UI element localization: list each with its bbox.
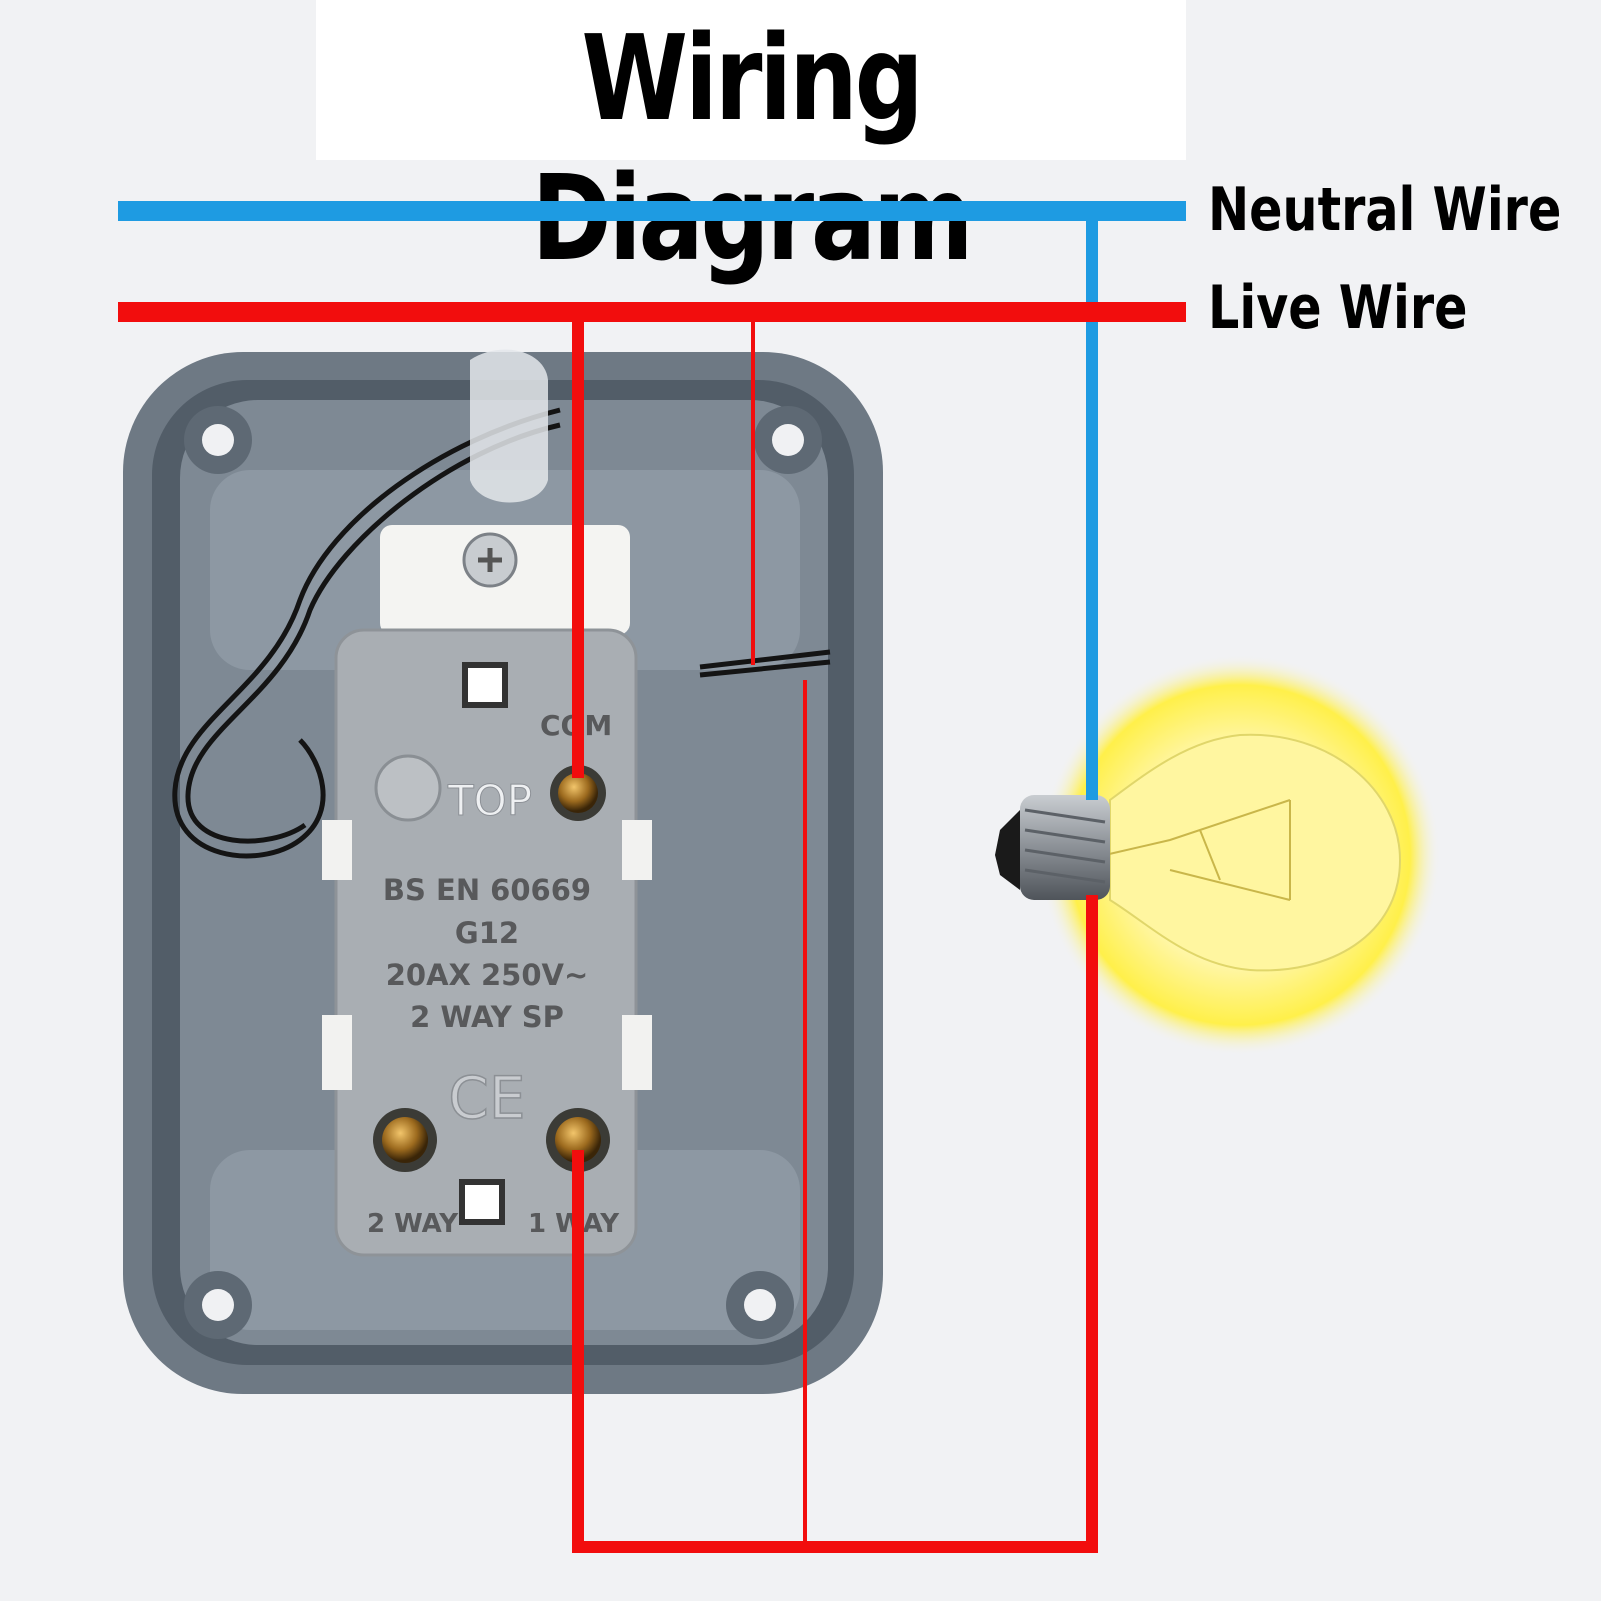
label-top: TOP bbox=[447, 776, 532, 825]
bulb-thread bbox=[1024, 808, 1106, 884]
light-bulb bbox=[995, 655, 1440, 1055]
label-code: G12 bbox=[455, 916, 519, 950]
ce-mark: CE bbox=[448, 1064, 525, 1132]
mounting-hole bbox=[726, 1271, 794, 1339]
clip bbox=[622, 1015, 652, 1090]
clip bbox=[622, 820, 652, 880]
label-type: 2 WAY SP bbox=[410, 1000, 564, 1034]
bulb-glass bbox=[1109, 733, 1402, 972]
screw-slot bbox=[478, 548, 502, 572]
switch-module: COM TOP BS EN 60669 G12 20AX 250V~ 2 WAY… bbox=[322, 525, 652, 1257]
neutral-wire-label: Neutral Wire bbox=[1208, 175, 1562, 245]
bulb-contact bbox=[995, 810, 1020, 890]
cable-gland bbox=[470, 349, 548, 503]
terminal-com bbox=[550, 765, 606, 821]
inspection-window bbox=[462, 662, 508, 708]
wiring bbox=[118, 201, 1186, 1553]
label-2way: 2 WAY bbox=[367, 1209, 459, 1239]
indicator-wires bbox=[172, 407, 831, 859]
terminal-1way bbox=[546, 1108, 610, 1172]
clip bbox=[322, 820, 352, 880]
live-wire-label: Live Wire bbox=[1208, 273, 1468, 343]
top-marker-icon bbox=[374, 754, 442, 822]
inspection-window bbox=[459, 1179, 505, 1225]
bulb-filament bbox=[1104, 799, 1291, 901]
mounting-hole bbox=[754, 406, 822, 474]
terminal-2way bbox=[373, 1108, 437, 1172]
label-standard: BS EN 60669 bbox=[383, 873, 591, 907]
clip bbox=[322, 1015, 352, 1090]
mounting-hole bbox=[184, 1271, 252, 1339]
switched-live-wire bbox=[572, 895, 1098, 1553]
label-rating: 20AX 250V~ bbox=[386, 958, 589, 992]
mounting-hole bbox=[184, 406, 252, 474]
